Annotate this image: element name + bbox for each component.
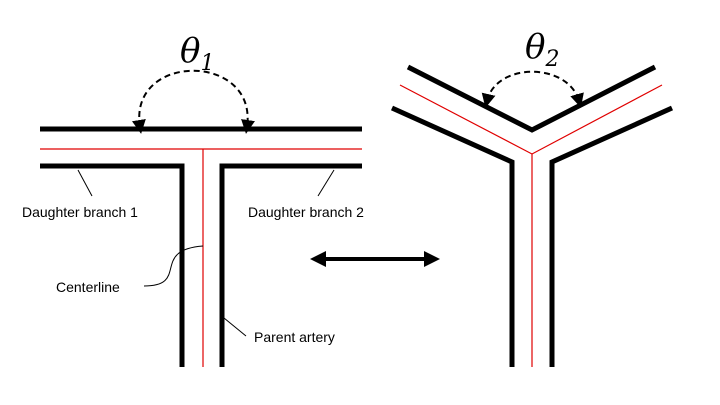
daughter2-leader — [317, 169, 335, 197]
theta1-label: θ1 — [180, 31, 214, 76]
y-right-lower-wall — [549, 105, 674, 367]
daughter-branch-1-label: Daughter branch 1 — [22, 204, 138, 220]
t-bifurcation: θ1 Daughter branch 1 Daughter branch 2 C… — [22, 31, 364, 367]
theta2-label: θ2 — [525, 27, 559, 72]
left-lower-wall — [40, 163, 185, 367]
parent-artery-label: Parent artery — [254, 329, 335, 345]
upper-v-wall — [406, 64, 657, 133]
y-bifurcation: θ2 — [390, 27, 674, 367]
centerline-label: Centerline — [56, 279, 120, 295]
parent-artery-leader — [223, 317, 247, 337]
right-lower-wall — [219, 163, 362, 367]
daughter1-leader — [77, 169, 93, 197]
daughter-branch-2-label: Daughter branch 2 — [248, 204, 364, 220]
y-centerline — [399, 84, 663, 155]
theta2-arc — [481, 70, 584, 108]
centerline-leader — [143, 245, 204, 287]
theta1-arc — [131, 69, 255, 134]
y-left-lower-wall — [390, 105, 515, 367]
